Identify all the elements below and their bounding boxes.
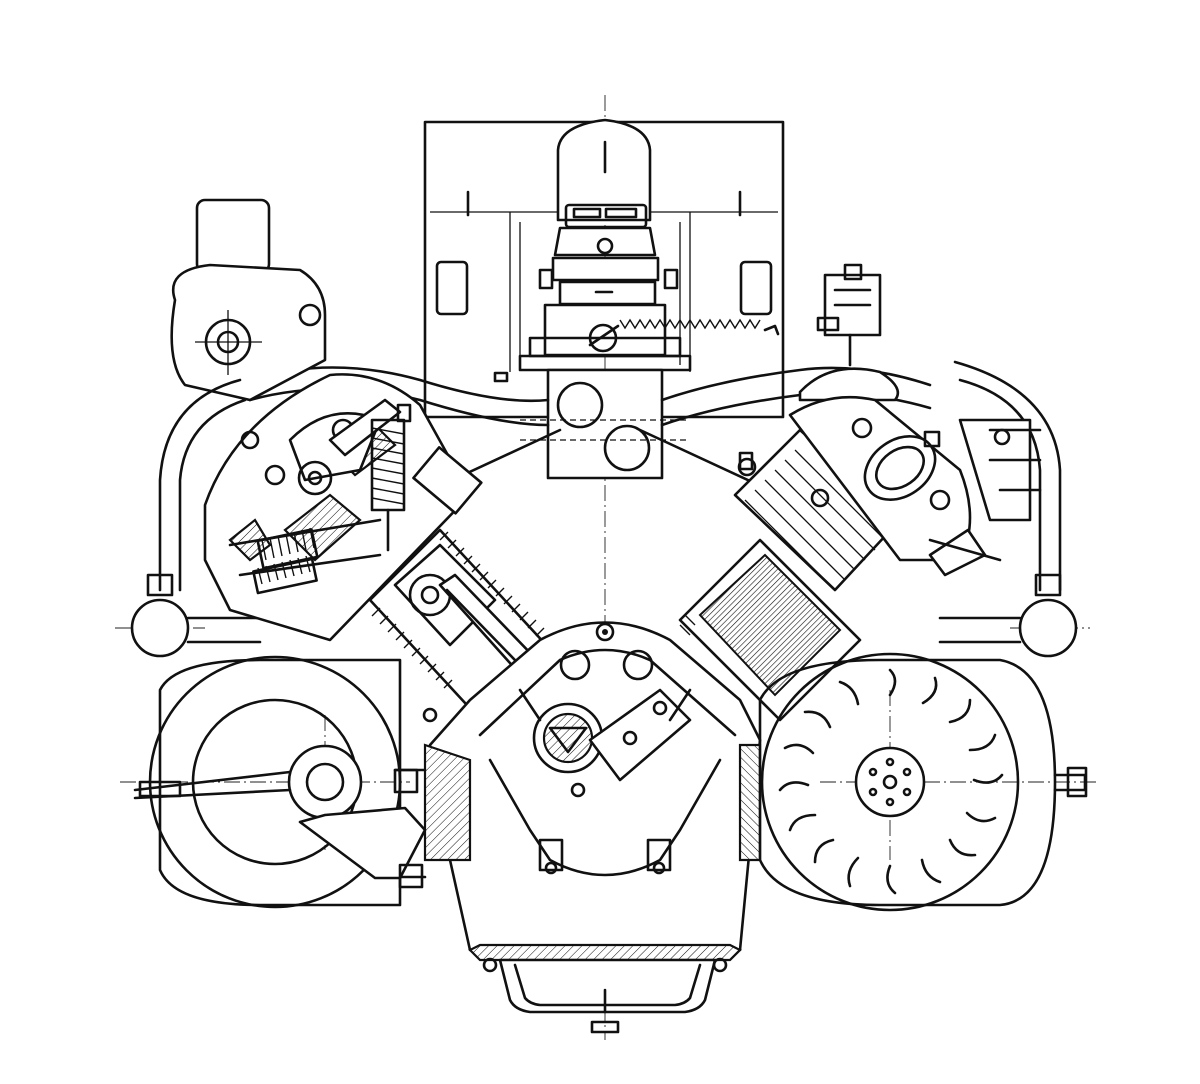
valve-spring-lower	[252, 527, 319, 595]
distributor	[798, 263, 900, 402]
oil-sump	[468, 943, 742, 1034]
carburetor	[518, 118, 780, 372]
right-cylinder-fins	[744, 449, 886, 591]
right-cylinder	[678, 395, 1002, 722]
left-exhaust-pipe	[130, 378, 262, 658]
crankcase	[393, 621, 762, 952]
valve-spring-left	[370, 418, 406, 552]
generator-housing	[170, 198, 327, 402]
right-exhaust-pipe	[938, 360, 1078, 658]
left-flywheel	[133, 655, 427, 909]
left-cylinder-head	[203, 373, 483, 642]
fan-blades	[778, 668, 1004, 895]
right-fan-wheel	[758, 652, 1088, 912]
misc-fasteners	[396, 268, 941, 723]
right-bracket	[958, 418, 1042, 522]
